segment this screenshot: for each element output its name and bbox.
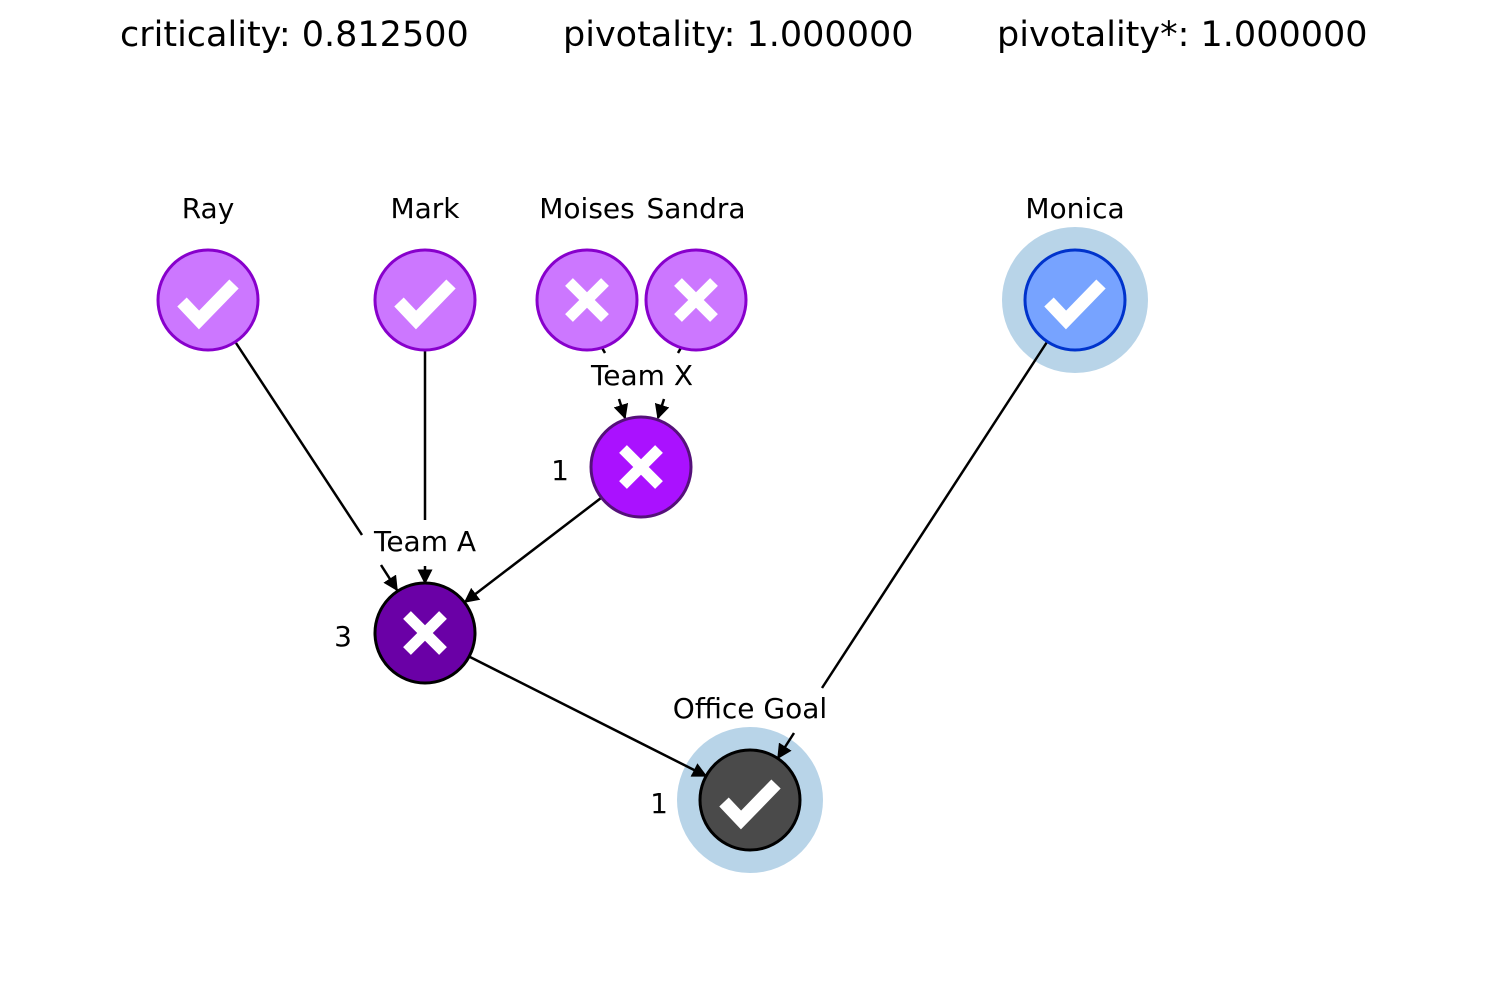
node-label-moises: Moises — [539, 192, 634, 225]
criticality-readout: criticality: 0.812500 — [120, 15, 469, 55]
edge-sandra-team-x-arrow — [654, 398, 670, 420]
ray-node-circle — [156, 248, 260, 352]
node-moises: Moises — [535, 192, 639, 352]
node-ray: Ray — [156, 192, 260, 352]
node-team-x: Team X 1 — [551, 359, 693, 519]
office-goal-node-circle — [698, 748, 802, 852]
gate-label-team-a: Team A — [373, 525, 476, 558]
node-office-goal: Office Goal 1 — [650, 692, 827, 852]
pivotality-star-readout: pivotality*: 1.000000 — [997, 15, 1368, 55]
node-sandra: Sandra — [644, 192, 748, 352]
monica-node-circle — [1023, 248, 1127, 352]
edge-monica-office-goal — [820, 341, 1049, 689]
edges — [234, 341, 1049, 778]
edge-team-a-office-goal — [469, 655, 708, 778]
gate-label-team-x: Team X — [590, 359, 693, 392]
threshold-office-goal: 1 — [650, 787, 668, 820]
edge-monica-office-goal-arrow — [776, 732, 796, 760]
node-label-ray: Ray — [182, 192, 235, 225]
node-label-monica: Monica — [1025, 192, 1124, 225]
node-mark: Mark — [373, 192, 477, 352]
threshold-team-a: 3 — [334, 620, 352, 653]
node-label-sandra: Sandra — [646, 192, 745, 225]
gate-label-office-goal: Office Goal — [673, 692, 827, 725]
edge-ray-team-a — [234, 342, 364, 536]
edge-moises-team-x-arrow — [613, 398, 629, 420]
threshold-team-x: 1 — [551, 454, 569, 487]
edge-team-x-team-a — [463, 497, 602, 603]
node-monica: Monica — [1023, 192, 1127, 352]
pivotality-readout: pivotality: 1.000000 — [563, 15, 914, 55]
node-label-mark: Mark — [390, 192, 460, 225]
node-team-a: Team A 3 — [334, 525, 477, 685]
edge-ray-team-a-arrow — [379, 564, 399, 592]
mark-node-circle — [373, 248, 477, 352]
